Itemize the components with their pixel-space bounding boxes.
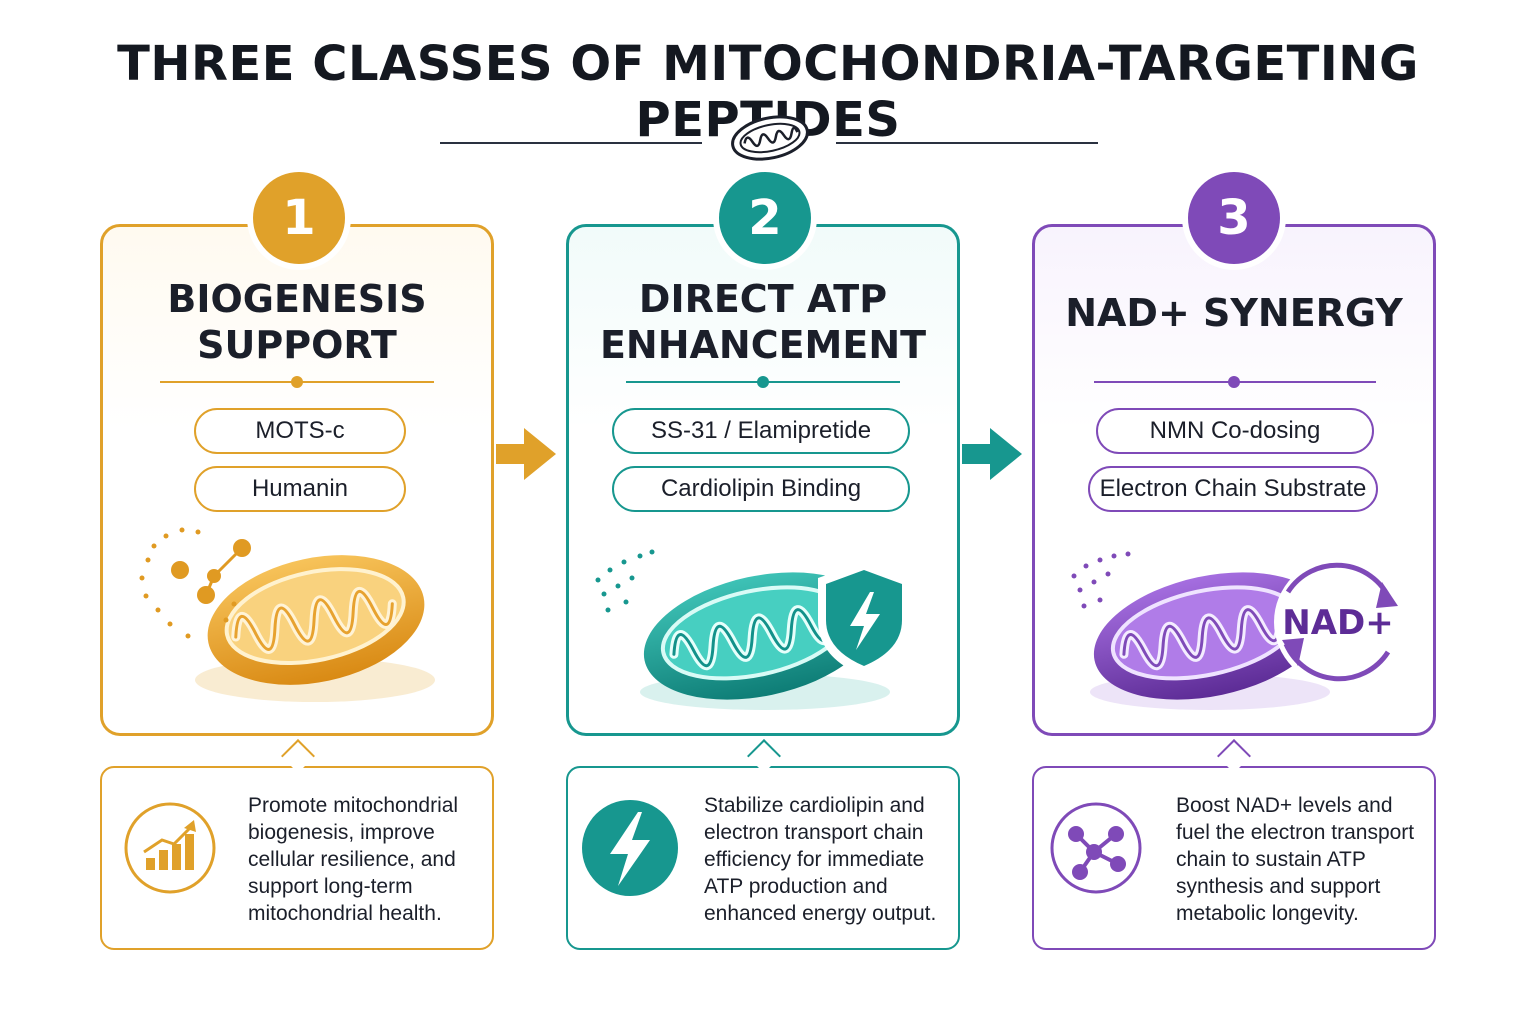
panel-2-heading-line2: ENHANCEMENT xyxy=(599,323,927,367)
desc-text-biogenesis: Promote mitochondrial biogenesis, improv… xyxy=(248,792,484,927)
panel-3-heading-line1: NAD+ SYNERGY xyxy=(1065,291,1403,335)
desc-3-line-2: fuel the electron transport xyxy=(1176,821,1415,844)
panel-1-heading-line2: SUPPORT xyxy=(197,323,397,367)
mitochondrion-nad-cycle-icon: NAD+ xyxy=(1071,551,1402,710)
growth-chart-icon xyxy=(124,802,216,894)
panel-1-rule-dot xyxy=(291,376,303,388)
desc-1-line-3: cellular resilience, and xyxy=(248,848,456,871)
desc-2-line-3: efficiency for immediate xyxy=(704,848,925,871)
desc-3-line-1: Boost NAD+ levels and xyxy=(1176,794,1393,817)
panel-2-rule-dot xyxy=(757,376,769,388)
molecule-network-icon xyxy=(1050,802,1142,894)
pill-nmn-co-dosing: NMN Co-dosing xyxy=(1096,408,1374,454)
desc-text-nad-synergy: Boost NAD+ levels and fuel the electron … xyxy=(1176,792,1428,927)
desc-text-direct-atp: Stabilize cardiolipin and electron trans… xyxy=(704,792,954,927)
panel-1-heading: BIOGENESIS SUPPORT xyxy=(100,276,494,368)
panel-3-heading: NAD+ SYNERGY xyxy=(1032,290,1436,336)
pill-electron-chain-substrate: Electron Chain Substrate xyxy=(1088,466,1378,512)
desc-1-line-5: mitochondrial health. xyxy=(248,902,442,925)
badge-number-3: 3 xyxy=(1188,172,1280,264)
pill-cardiolipin-binding: Cardiolipin Binding xyxy=(612,466,910,512)
desc-1-line-4: support long-term xyxy=(248,875,413,898)
desc-2-line-2: electron transport chain xyxy=(704,821,924,844)
panel-1-heading-line1: BIOGENESIS xyxy=(167,277,427,321)
desc-3-line-3: chain to sustain ATP xyxy=(1176,848,1366,871)
desc-2-line-5: enhanced energy output. xyxy=(704,902,937,925)
desc-3-line-4: synthesis and support xyxy=(1176,875,1381,898)
desc-2-line-4: ATP production and xyxy=(704,875,888,898)
arrow-right-icon-2 xyxy=(962,428,1022,480)
panel-3-rule-dot xyxy=(1228,376,1240,388)
desc-2-line-1: Stabilize cardiolipin and xyxy=(704,794,925,817)
desc-1-line-1: Promote mitochondrial xyxy=(248,794,459,817)
mitochondrion-shield-icon xyxy=(595,549,910,710)
pill-humanin: Humanin xyxy=(194,466,406,512)
mitochondrion-icon xyxy=(731,115,809,161)
pill-ss31-elamipretide: SS-31 / Elamipretide xyxy=(612,408,910,454)
panel-2-heading: DIRECT ATP ENHANCEMENT xyxy=(566,276,960,368)
nad-label: NAD+ xyxy=(1282,603,1393,643)
desc-3-line-5: metabolic longevity. xyxy=(1176,902,1359,925)
badge-number-2: 2 xyxy=(719,172,811,264)
lightning-icon xyxy=(582,800,678,896)
title-rule-left xyxy=(440,142,702,144)
arrow-right-icon xyxy=(496,428,556,480)
mitochondrion-molecules-icon xyxy=(139,527,435,702)
badge-number-1: 1 xyxy=(253,172,345,264)
pill-mots-c: MOTS-c xyxy=(194,408,406,454)
desc-1-line-2: biogenesis, improve xyxy=(248,821,435,844)
title-rule-right xyxy=(836,142,1098,144)
panel-2-heading-line1: DIRECT ATP xyxy=(638,277,888,321)
